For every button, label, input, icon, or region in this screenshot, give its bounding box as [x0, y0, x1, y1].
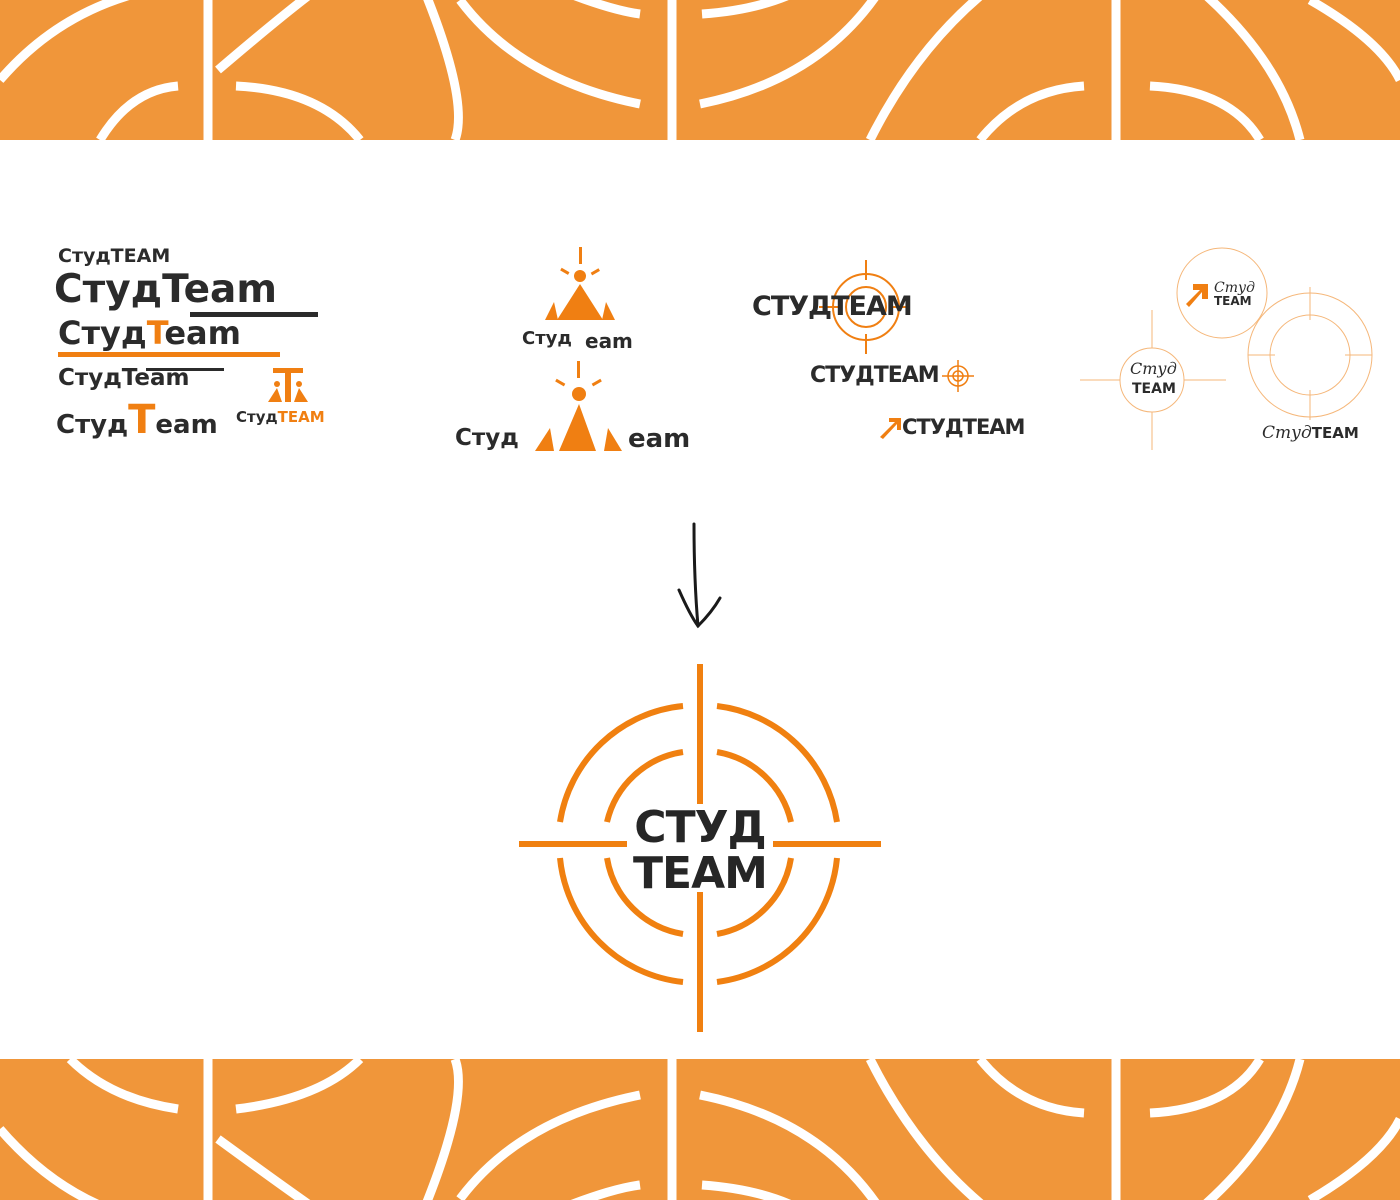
crosshair-icon [1247, 287, 1373, 420]
wordmark-variant: TEAM [1214, 294, 1252, 308]
final-logo: СТУД TEAM [519, 664, 881, 1032]
logo-line-1: СТУД [634, 802, 766, 853]
crosshair-icon [1080, 310, 1226, 450]
crosshair-icon [519, 664, 881, 1032]
t-person-icon [268, 368, 308, 402]
wordmark-variant: СтудTeam [54, 267, 277, 312]
wordmark-variant: СтудTEAM [236, 408, 325, 426]
bottom-pattern-band [0, 1059, 1400, 1200]
wordmark-variant: TEAM [1132, 381, 1176, 397]
person-sun-icon [545, 247, 615, 320]
crosshair-icon [819, 260, 910, 354]
down-arrow-icon [677, 522, 722, 629]
wordmark-variant: Студ [1130, 359, 1177, 378]
wordmark-variant: СтудTEAM [1262, 423, 1359, 443]
wordmark-variant: Студ [455, 425, 519, 451]
wordmark-variant: СтудTeam [58, 314, 241, 352]
crosshair-icon [942, 360, 974, 392]
underline-bar [190, 312, 318, 317]
underline-bar [146, 368, 224, 371]
wordmark-variant: eam [628, 424, 691, 454]
wordmark-variant: СтудTEAM [58, 245, 171, 267]
arrow-icon [1186, 284, 1208, 307]
wordmark-variant: eam [585, 329, 633, 353]
wordmark-variant: СТУДTEAM [902, 415, 1025, 439]
wordmark-variant: СтудTeam [58, 365, 190, 391]
wordmark-variant: СТУДTEAM [810, 363, 940, 388]
wordmark-variant: Студ [522, 328, 572, 349]
arrow-icon [880, 418, 901, 439]
wordmark-variant: СТУДTEAM [752, 291, 913, 322]
crosshair-icon [1176, 247, 1268, 339]
logo-line-2: TEAM [633, 848, 768, 899]
underline-bar [58, 352, 280, 357]
top-pattern-band [0, 0, 1400, 140]
person-sun-icon [535, 361, 622, 451]
arc-pattern-top [0, 0, 1400, 140]
wordmark-variant: СтудTeam [56, 397, 218, 443]
wordmark-variant: Студ [1214, 280, 1255, 296]
arc-pattern-bottom [0, 1059, 1400, 1200]
